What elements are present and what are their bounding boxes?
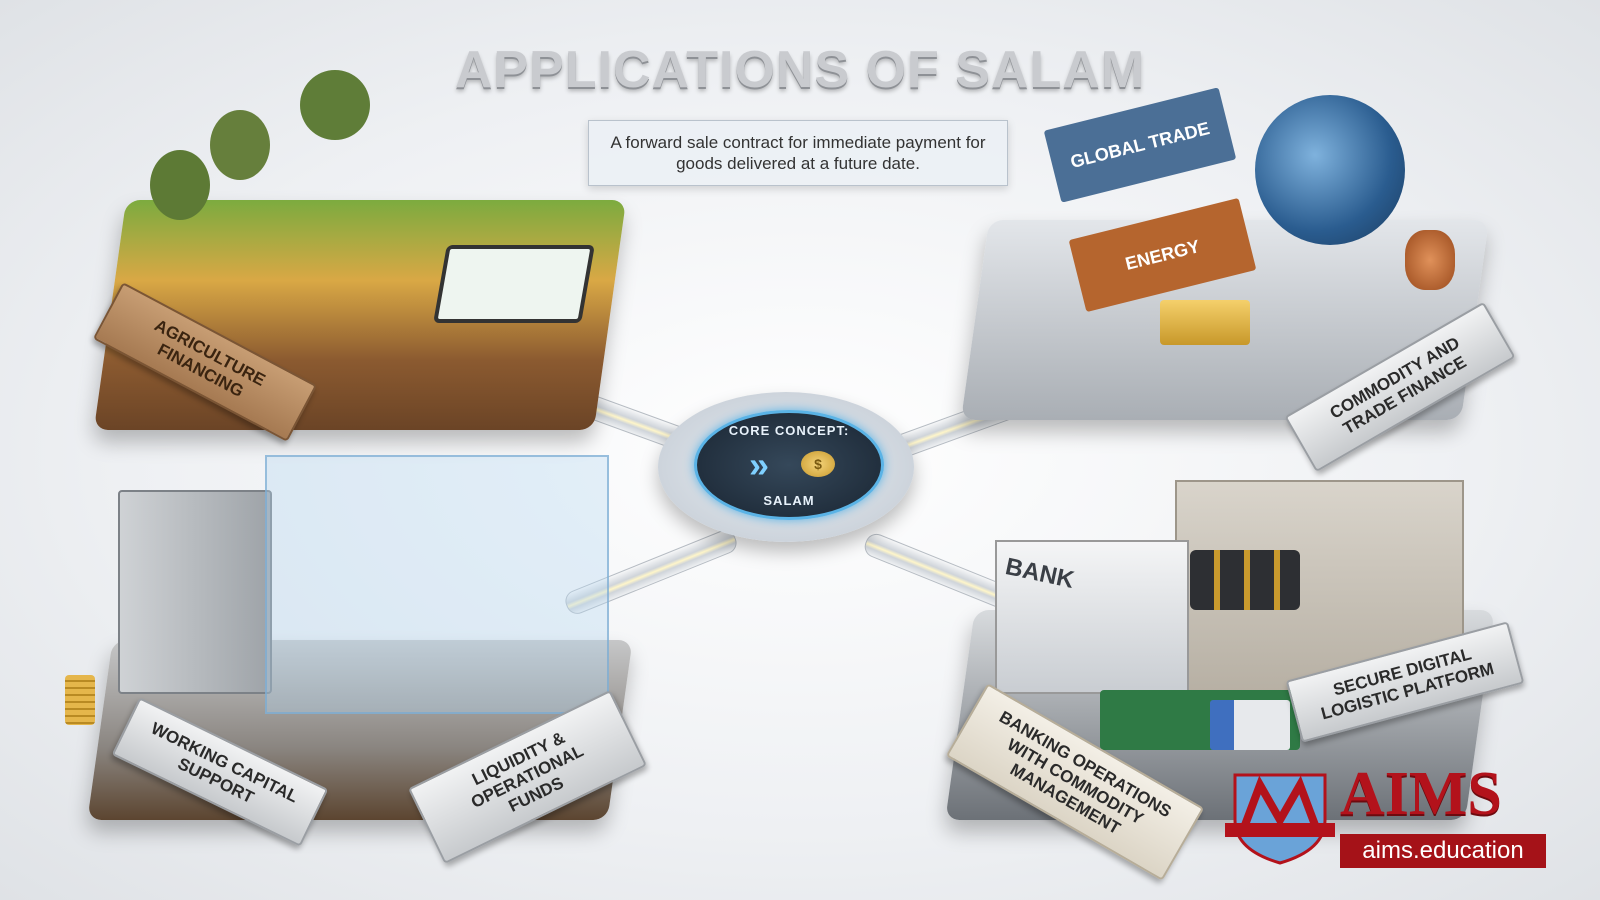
hub-top-label: CORE CONCEPT: [728, 423, 850, 438]
globe-icon [1255, 95, 1405, 245]
vault-icon [118, 490, 272, 694]
bank-building [995, 540, 1189, 694]
core-concept-hub: CORE CONCEPT: » $ SALAM [658, 392, 914, 542]
tree-icon [300, 70, 370, 140]
office-glass-box [265, 455, 609, 714]
tree-icon [150, 150, 210, 220]
brand-url[interactable]: aims.education [1340, 834, 1546, 868]
container-global-trade: GLOBAL TRADE [1043, 87, 1237, 203]
copper-coil-icon [1405, 230, 1455, 290]
tree-icon [210, 110, 270, 180]
hub-face: CORE CONCEPT: » $ SALAM [694, 410, 884, 520]
hub-bottom-label: SALAM [763, 493, 815, 508]
coins-stack-icon [65, 675, 95, 725]
tablet-chart-icon [433, 245, 595, 323]
aims-shield-logo [1225, 773, 1335, 865]
delivery-truck-icon [1210, 700, 1290, 750]
brand-name: AIMS [1340, 760, 1502, 828]
double-chevron-right-icon: » [749, 444, 770, 485]
page-title: APPLICATIONS OF SALAM [454, 41, 1146, 99]
oil-barrels-icon [1190, 550, 1300, 610]
gold-bars-icon [1160, 300, 1250, 345]
subtitle-box: A forward sale contract for immediate pa… [588, 120, 1008, 186]
coin-icon: $ [801, 451, 835, 477]
